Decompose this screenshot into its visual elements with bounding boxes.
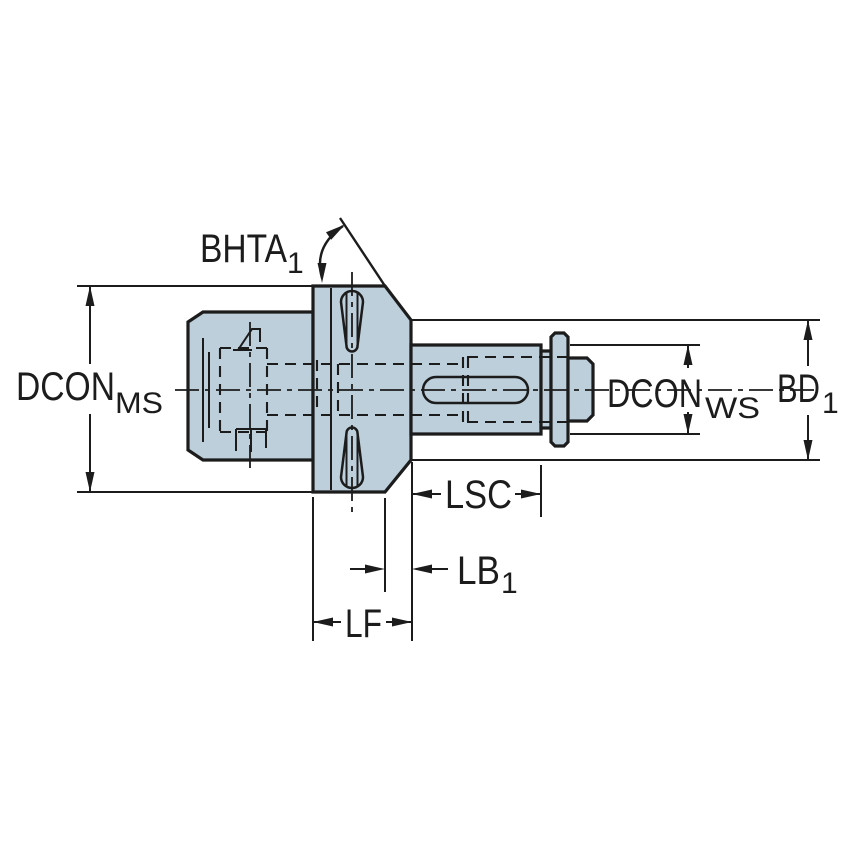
label-bd1: BD (777, 367, 820, 411)
dimension-dcon-ms: DCON MS (16, 285, 313, 493)
center-lines (175, 272, 815, 512)
dimension-lb1: LB 1 (350, 498, 518, 600)
label-bd1-sub: 1 (822, 387, 839, 420)
lb1-arrow-right (365, 564, 385, 574)
internal-solid-detail (202, 288, 530, 490)
label-dcon-ms: DCON (16, 365, 115, 409)
lf-arrow-right (392, 617, 412, 627)
label-lsc: LSC (445, 473, 512, 517)
lb1-arrow-left (412, 564, 432, 574)
bd1-arrow-up (803, 320, 813, 340)
dimension-bd1: BD 1 (411, 319, 839, 461)
lsc-arrow-left (412, 489, 432, 499)
bd1-arrow-down (803, 440, 813, 460)
bhta1-arrow-up (326, 224, 345, 240)
dimension-dcon-ws: DCON WS (570, 344, 760, 435)
dimension-lf: LF (312, 462, 413, 646)
dimension-lsc: LSC (412, 465, 542, 517)
label-dcon-ms-sub: MS (115, 387, 163, 420)
label-bhta1: BHTA (200, 227, 287, 271)
label-lb1: LB (457, 549, 500, 593)
flange-slot-bottom (339, 426, 365, 490)
label-dcon-ws: DCON (607, 372, 702, 416)
bhta1-arrow-down (317, 263, 327, 283)
tool-body (186, 284, 595, 494)
dcon-ws-arrow-up (683, 345, 693, 365)
label-lb1-sub: 1 (501, 567, 518, 600)
dimension-bhta1: BHTA 1 (200, 217, 387, 287)
dcon-ms-arrow-up (85, 286, 95, 306)
lsc-arrow-right (521, 489, 541, 499)
lf-arrow-left (313, 617, 333, 627)
label-bhta1-sub: 1 (287, 247, 304, 280)
upper-cavity-detail (233, 328, 261, 351)
flange-slot-top (339, 289, 365, 353)
dcon-ms-arrow-down (85, 472, 95, 492)
keyway-slot (421, 375, 530, 405)
lower-cavity-detail (235, 428, 267, 452)
label-dcon-ws-sub: WS (705, 392, 760, 425)
dcon-ws-arrow-down (683, 414, 693, 434)
label-lf: LF (345, 602, 382, 646)
